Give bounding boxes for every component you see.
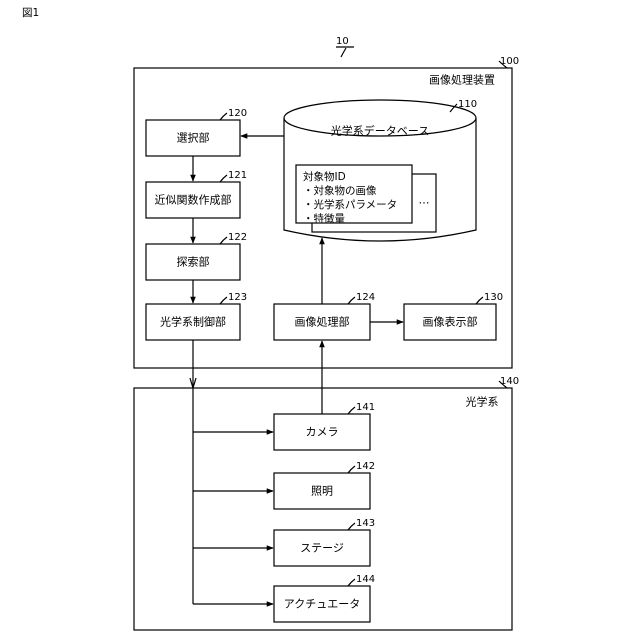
actuator-unit-label: アクチュエータ: [284, 598, 360, 611]
image-display-unit-label: 画像表示部: [423, 315, 478, 329]
database-record-ellipsis: …: [419, 194, 430, 207]
actuator-unit-ref: 144: [356, 574, 375, 585]
optical-control-unit-label: 光学系制御部: [160, 315, 226, 329]
stage-unit-label: ステージ: [300, 542, 344, 555]
optical-control-unit-ref: 123: [228, 292, 247, 303]
camera-unit-label: カメラ: [306, 426, 339, 439]
lighting-unit-ref: 142: [356, 461, 375, 472]
search-unit-ref: 122: [228, 232, 247, 243]
lighting-unit-label: 照明: [311, 485, 333, 498]
system-ref-leader: [341, 48, 346, 57]
stage-unit-ref: 143: [356, 518, 375, 529]
system-ref-number: 10: [336, 36, 349, 47]
record-line-parameters: ・光学系パラメータ: [303, 198, 397, 211]
record-line-image: ・対象物の画像: [303, 184, 377, 197]
record-line-id: 対象物ID: [303, 170, 346, 183]
search-unit-label: 探索部: [177, 255, 210, 269]
optical-system-title: 光学系: [466, 395, 499, 409]
approx-function-unit-ref: 121: [228, 170, 247, 181]
image-processing-unit-ref: 124: [356, 292, 375, 303]
database-title: 光学系データベース: [331, 124, 429, 138]
selection-unit-ref: 120: [228, 108, 247, 119]
image-processing-unit-label: 画像処理部: [295, 315, 350, 329]
approx-function-unit-label: 近似関数作成部: [155, 193, 232, 207]
database-ref: 110: [458, 99, 477, 110]
optical-system-database: 光学系データベース 110 … 対象物ID ・対象物の画像 ・光学系パラメータ …: [284, 99, 477, 241]
figure-label: 図1: [22, 7, 39, 19]
record-line-features: ・特徴量: [303, 212, 345, 225]
camera-unit-ref: 141: [356, 402, 375, 413]
system-ref: 10: [336, 36, 354, 57]
image-processing-device-title: 画像処理装置: [429, 74, 495, 87]
image-display-unit-ref: 130: [484, 292, 503, 303]
selection-unit-label: 選択部: [177, 131, 210, 145]
